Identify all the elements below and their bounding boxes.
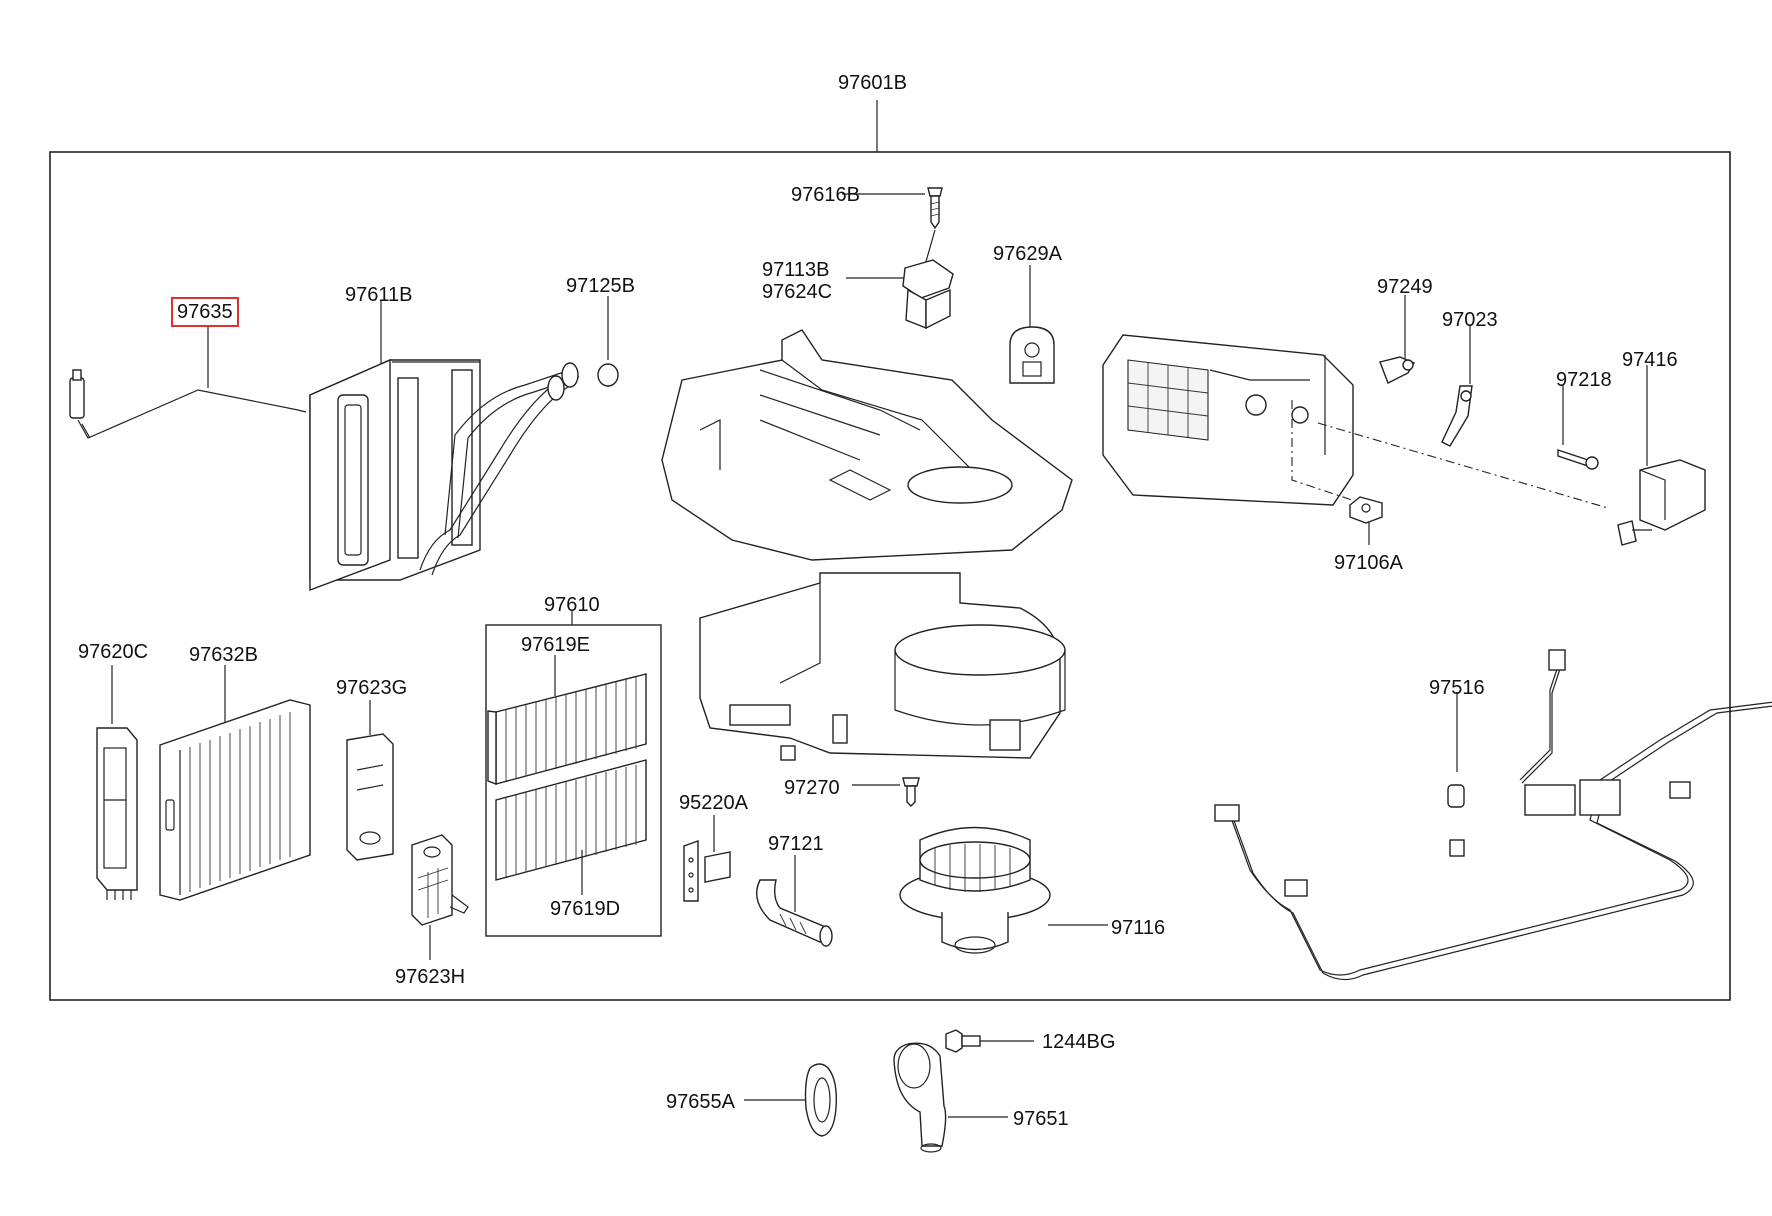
label-97516: 97516 xyxy=(1429,677,1485,699)
clip-97106A xyxy=(1349,496,1383,545)
screw-97218 xyxy=(1557,385,1599,470)
resistor-97113B xyxy=(846,259,954,330)
relay-95220A xyxy=(683,815,731,902)
screw-97616B xyxy=(842,187,943,266)
label-97121: 97121 xyxy=(768,833,824,855)
bolt-1244BG xyxy=(945,1029,1034,1053)
label-1244BG: 1244BG xyxy=(1042,1031,1116,1053)
harness-97516 xyxy=(1214,649,1772,981)
label-97610: 97610 xyxy=(544,594,600,616)
label-97624C: 97624C xyxy=(762,281,833,303)
lever-97249 xyxy=(1379,295,1416,384)
cover-97623G xyxy=(346,700,394,861)
label-97655A: 97655A xyxy=(666,1091,735,1113)
label-97632B: 97632B xyxy=(189,644,258,666)
label-97023: 97023 xyxy=(1442,309,1498,331)
oring-97125B xyxy=(597,296,619,387)
filter-97632B xyxy=(159,665,311,901)
lower-case xyxy=(699,572,1066,759)
label-97116: 97116 xyxy=(1111,917,1166,939)
hose-97121 xyxy=(756,855,833,947)
screw-97270 xyxy=(852,777,920,807)
actuator-97416 xyxy=(1617,365,1706,546)
label-97416: 97416 xyxy=(1622,349,1678,371)
label-97651: 97651 xyxy=(1013,1108,1069,1130)
label-97249: 97249 xyxy=(1377,276,1433,298)
intake-housing xyxy=(1102,334,1609,509)
label-97619D: 97619D xyxy=(550,898,621,920)
gasket-97655A xyxy=(744,1063,838,1137)
clip-97270 xyxy=(780,745,796,761)
evaporator-97611B xyxy=(309,300,580,592)
label-97629A: 97629A xyxy=(993,243,1062,265)
label-97270: 97270 xyxy=(784,777,840,799)
label-97619E: 97619E xyxy=(521,634,590,656)
label-97218: 97218 xyxy=(1556,369,1612,391)
assembly-frame xyxy=(49,151,1731,1001)
label-97106A: 97106A xyxy=(1334,552,1403,574)
label-97635: 97635 xyxy=(171,297,239,327)
filter-set-97610 xyxy=(485,610,662,937)
bracket-97623H xyxy=(411,834,469,960)
upper-case xyxy=(661,329,1073,561)
label-97611B: 97611B xyxy=(345,284,413,306)
label-97113B: 97113B xyxy=(762,259,830,281)
label-97125B: 97125B xyxy=(566,275,635,297)
sensor-97635 xyxy=(69,325,307,439)
duct-97651 xyxy=(893,1042,1008,1153)
frame-97620C xyxy=(96,665,138,900)
label-97623H: 97623H xyxy=(395,966,466,988)
label-97601B: 97601B xyxy=(838,72,907,94)
blower-motor-97116 xyxy=(899,826,1108,954)
label-97620C: 97620C xyxy=(78,641,149,663)
seal-97629A xyxy=(1009,265,1055,384)
label-97623G: 97623G xyxy=(336,677,408,699)
link-97023 xyxy=(1441,325,1473,447)
label-95220A: 95220A xyxy=(679,792,748,814)
label-97616B: 97616B xyxy=(791,184,860,206)
